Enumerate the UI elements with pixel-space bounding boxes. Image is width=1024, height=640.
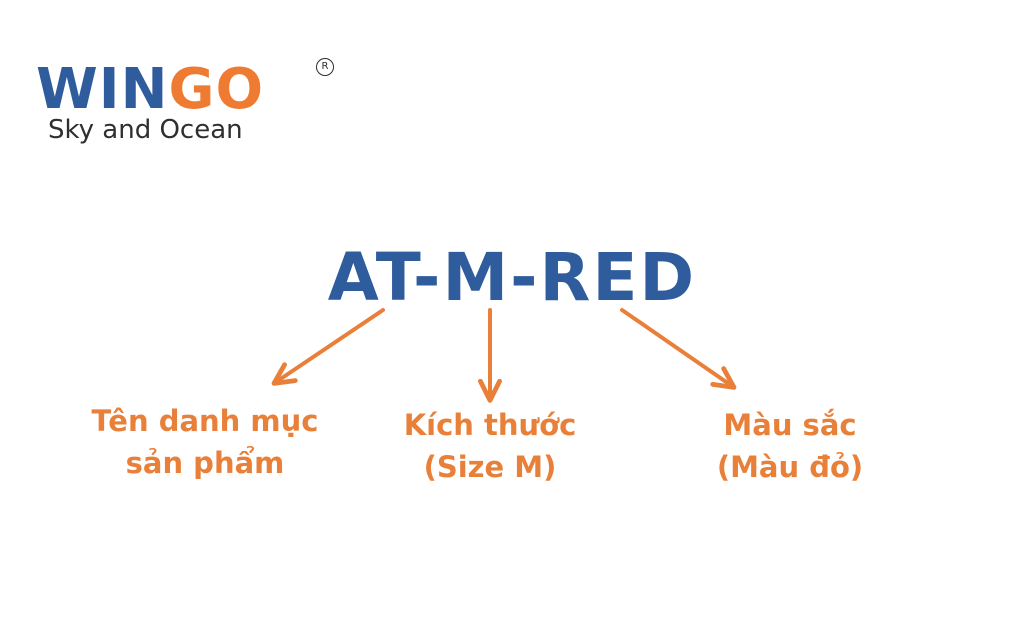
logo-wordmark: WINGO [36, 58, 264, 122]
product-code: AT-M-RED [0, 240, 1024, 316]
logo-wordmark-win: WIN [36, 57, 169, 122]
product-code-text: AT-M-RED [327, 239, 697, 316]
wingo-logo: WINGO R Sky and Ocean [36, 58, 356, 158]
arrow-to-category [271, 308, 385, 386]
label-category-line1: Tên danh mục [91, 404, 319, 438]
label-size-line1: Kích thước [403, 408, 577, 442]
label-size-line2: (Size M) [423, 450, 557, 484]
logo-wordmark-go: GO [168, 57, 265, 122]
label-category: Tên danh mục sản phẩm [60, 400, 350, 484]
label-category-line2: sản phẩm [125, 446, 285, 480]
label-color-line2: (Màu đỏ) [716, 450, 864, 484]
arrow-to-color [620, 308, 737, 390]
label-color: Màu sắc (Màu đỏ) [660, 404, 920, 488]
label-color-line1: Màu sắc [723, 408, 857, 442]
registered-trademark-icon: R [316, 58, 334, 76]
logo-tagline: Sky and Ocean [48, 115, 243, 145]
label-size: Kích thước (Size M) [360, 404, 620, 488]
